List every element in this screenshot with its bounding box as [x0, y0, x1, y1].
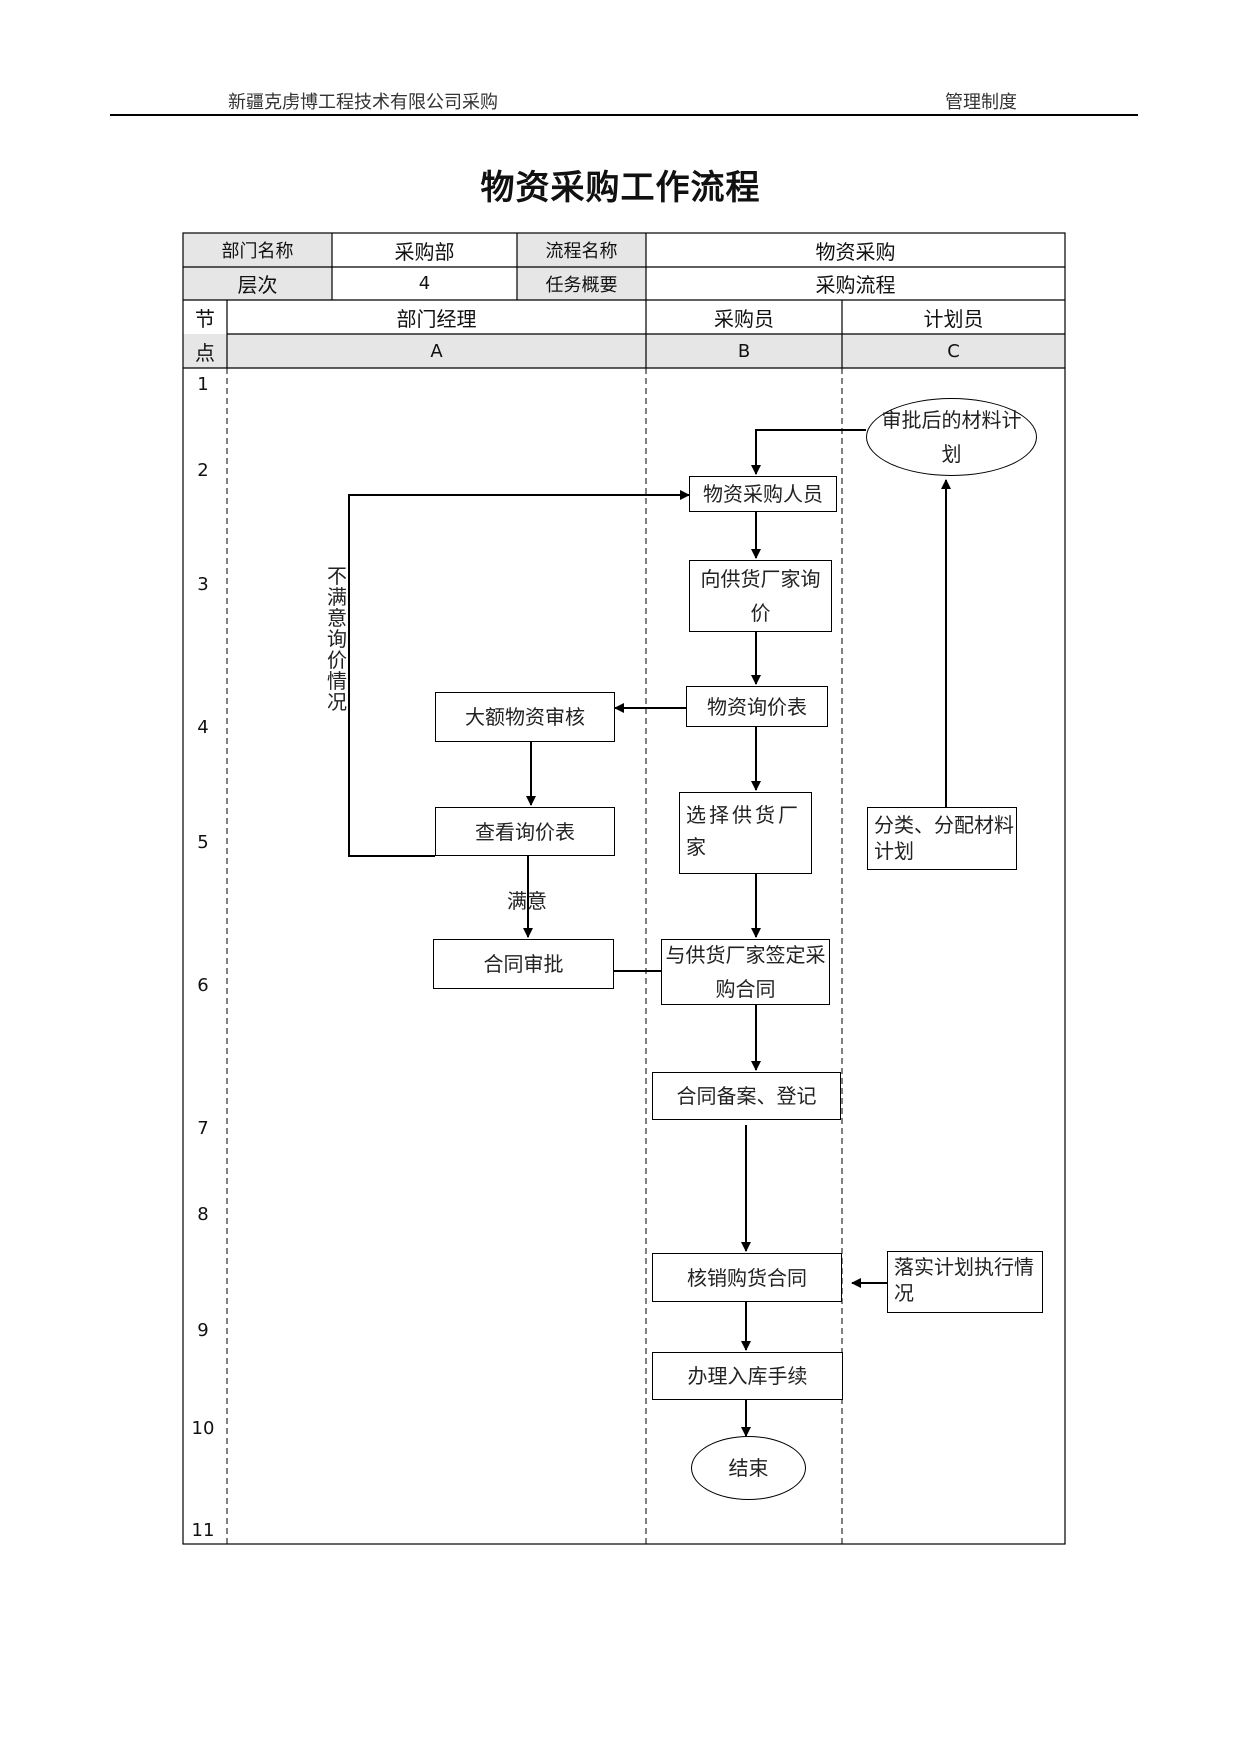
row-number: 10	[191, 1418, 215, 1439]
level-value: 4	[418, 273, 431, 294]
process-value: 物资采购	[815, 239, 896, 264]
node-approved-plan: 审批后的材料计划	[866, 398, 1037, 476]
row-number: 9	[197, 1320, 209, 1341]
node-verify-contract: 核销购货合同	[652, 1253, 842, 1302]
page-title: 物资采购工作流程	[480, 168, 761, 208]
level-label: 层次	[237, 273, 278, 297]
row-number: 5	[197, 832, 209, 853]
header-company: 新疆克虏博工程技术有限公司采购	[228, 92, 498, 113]
node-classify-plan: 分类、分配材料计划	[867, 807, 1017, 870]
row-number: 6	[197, 975, 209, 996]
row-number: 4	[197, 717, 209, 738]
lane-code-a: A	[430, 340, 443, 362]
header-category: 管理制度	[945, 92, 1017, 113]
row-number: 11	[191, 1520, 215, 1541]
summary-label: 任务概要	[545, 274, 618, 296]
node-large-review: 大额物资审核	[435, 692, 615, 742]
lane-code-b: B	[737, 340, 751, 362]
node-quote-table: 物资询价表	[686, 686, 828, 727]
node-contract-record: 合同备案、登记	[652, 1072, 841, 1120]
node-inquiry: 向供货厂家询价	[689, 560, 832, 632]
row-number: 7	[197, 1118, 209, 1139]
node-contract-approval: 合同审批	[433, 939, 614, 989]
row-number: 3	[197, 574, 209, 595]
lane-name-c: 计划员	[923, 306, 984, 331]
row-number: 1	[197, 374, 209, 395]
label-unsatisfied: 不满意询价情况	[327, 564, 347, 714]
row-number: 2	[197, 460, 209, 481]
lane-name-b: 采购员	[714, 306, 774, 331]
node-end: 结束	[691, 1436, 806, 1500]
node-warehousing: 办理入库手续	[652, 1352, 843, 1400]
node-purchaser: 物资采购人员	[689, 476, 837, 512]
label-satisfied: 满意	[507, 889, 547, 913]
process-label: 流程名称	[545, 241, 618, 262]
dept-label: 部门名称	[221, 241, 294, 262]
lane-name-a: 部门经理	[396, 306, 477, 331]
row-number: 8	[197, 1204, 209, 1225]
dept-value: 采购部	[394, 239, 455, 264]
node-label-top: 节	[195, 306, 215, 331]
node-select-supplier: 选择供货厂家	[679, 792, 812, 874]
header-rule	[110, 114, 1138, 116]
node-sign-contract: 与供货厂家签定采购合同	[661, 939, 830, 1005]
summary-value: 采购流程	[815, 273, 896, 297]
node-implement-plan: 落实计划执行情况	[887, 1251, 1043, 1313]
node-label-bottom: 点	[195, 340, 215, 365]
node-view-quote: 查看询价表	[435, 807, 615, 856]
lane-code-c: C	[947, 340, 960, 362]
